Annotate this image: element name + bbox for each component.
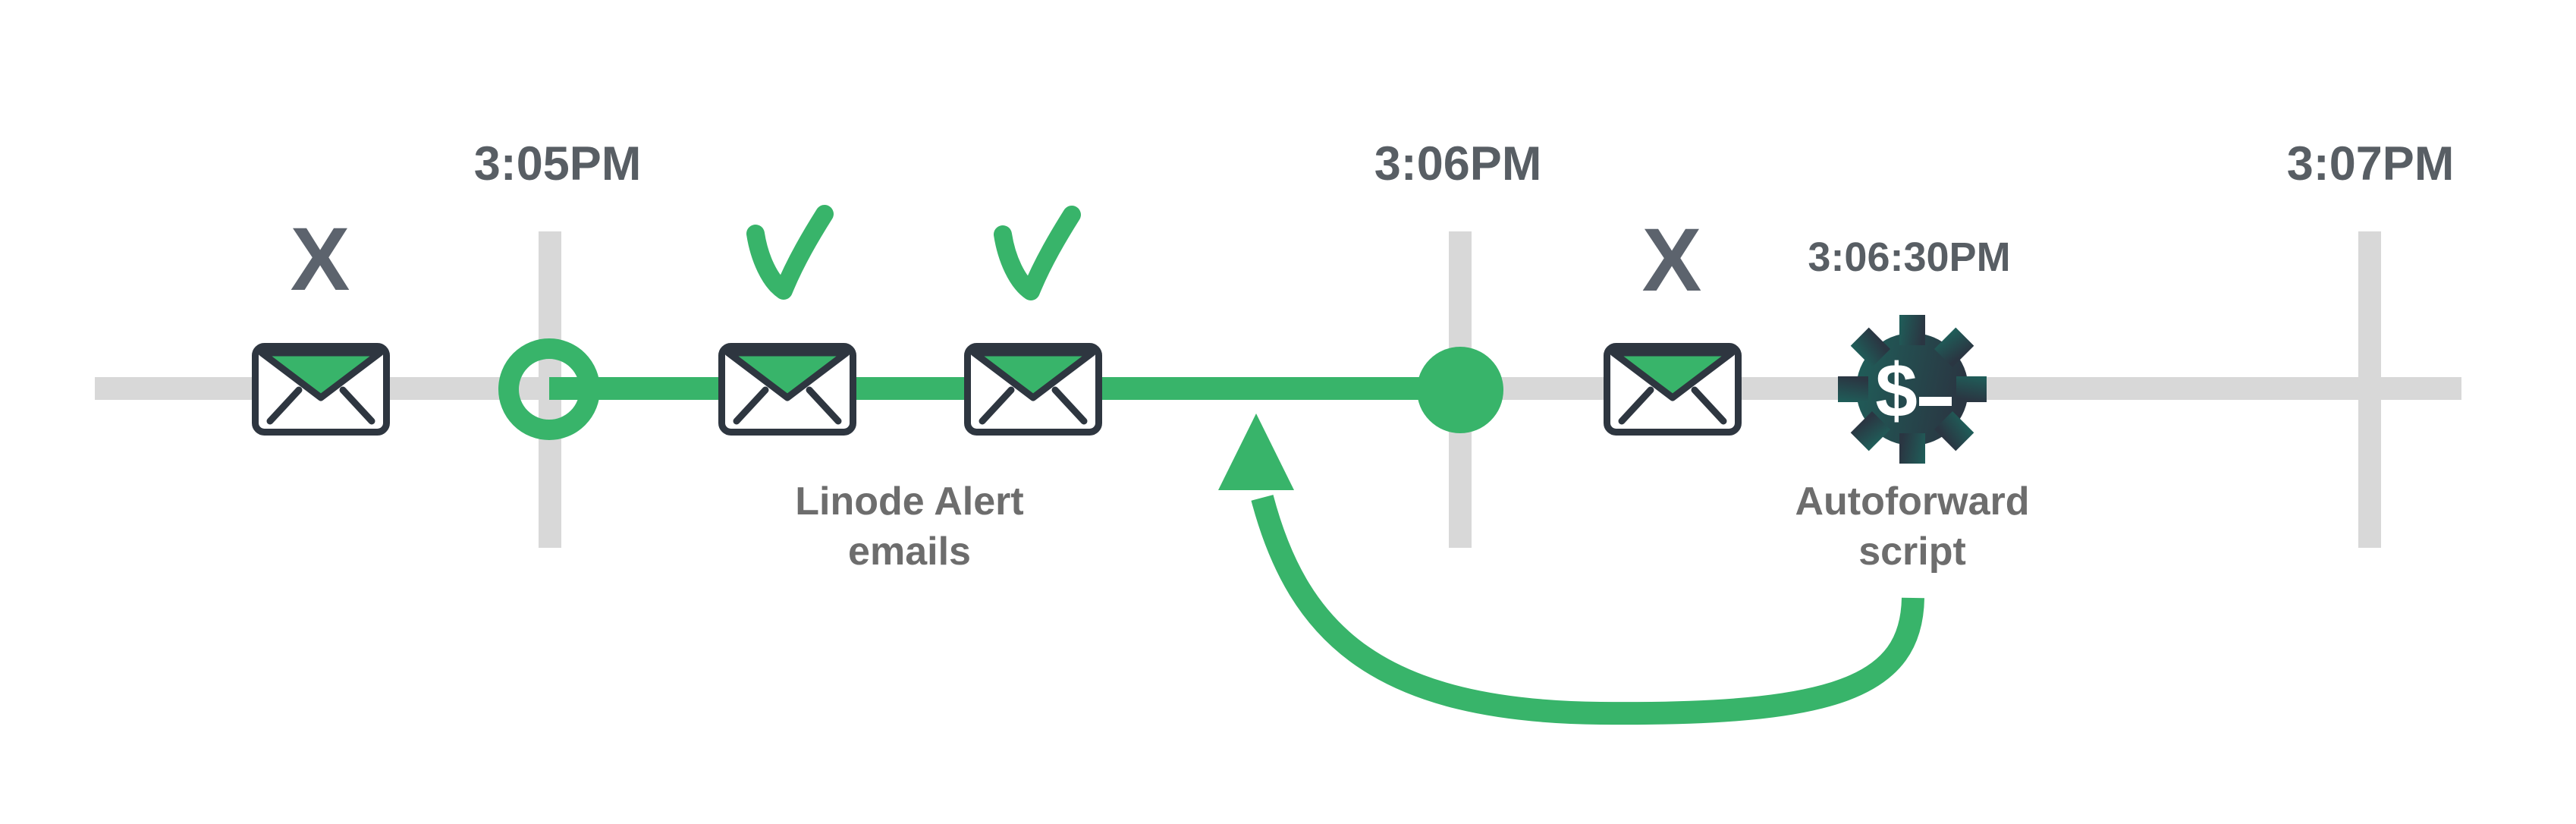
envelope-icon-missed-1 (256, 347, 387, 432)
loop-arrow (1218, 414, 1924, 725)
window-start-ring-marker (498, 338, 600, 440)
autoforward-gear-icon: $ (1838, 315, 1987, 464)
x-mark-icon-1: X (291, 209, 350, 310)
prompt-cursor-glyph (1919, 397, 1952, 406)
time-label-3-06pm: 3:06PM (1374, 137, 1542, 190)
envelope-icon-delivered-1 (722, 347, 853, 432)
time-label-3-07pm: 3:07PM (2287, 137, 2455, 190)
label-autoforward-line2: script (1858, 530, 1966, 574)
envelope-icon-delivered-2 (968, 347, 1099, 432)
checkmark-icon-2 (1003, 215, 1072, 291)
window-end-dot-marker (1417, 347, 1503, 433)
checkmark-icon-1 (756, 214, 825, 291)
arrowhead-icon (1218, 414, 1294, 490)
envelope-icon-missed-2 (1607, 347, 1739, 432)
x-mark-icon-2: X (1642, 210, 1702, 310)
dollar-prompt-glyph: $ (1875, 348, 1918, 433)
label-autoforward-line1: Autoforward (1795, 480, 2029, 524)
label-linode-alert-line1: Linode Alert (795, 480, 1023, 524)
label-linode-alert-line2: emails (848, 530, 971, 574)
time-label-3-05pm: 3:05PM (474, 137, 642, 190)
time-label-3-06-30pm: 3:06:30PM (1808, 234, 2010, 280)
tick-3-07pm (2358, 231, 2381, 548)
